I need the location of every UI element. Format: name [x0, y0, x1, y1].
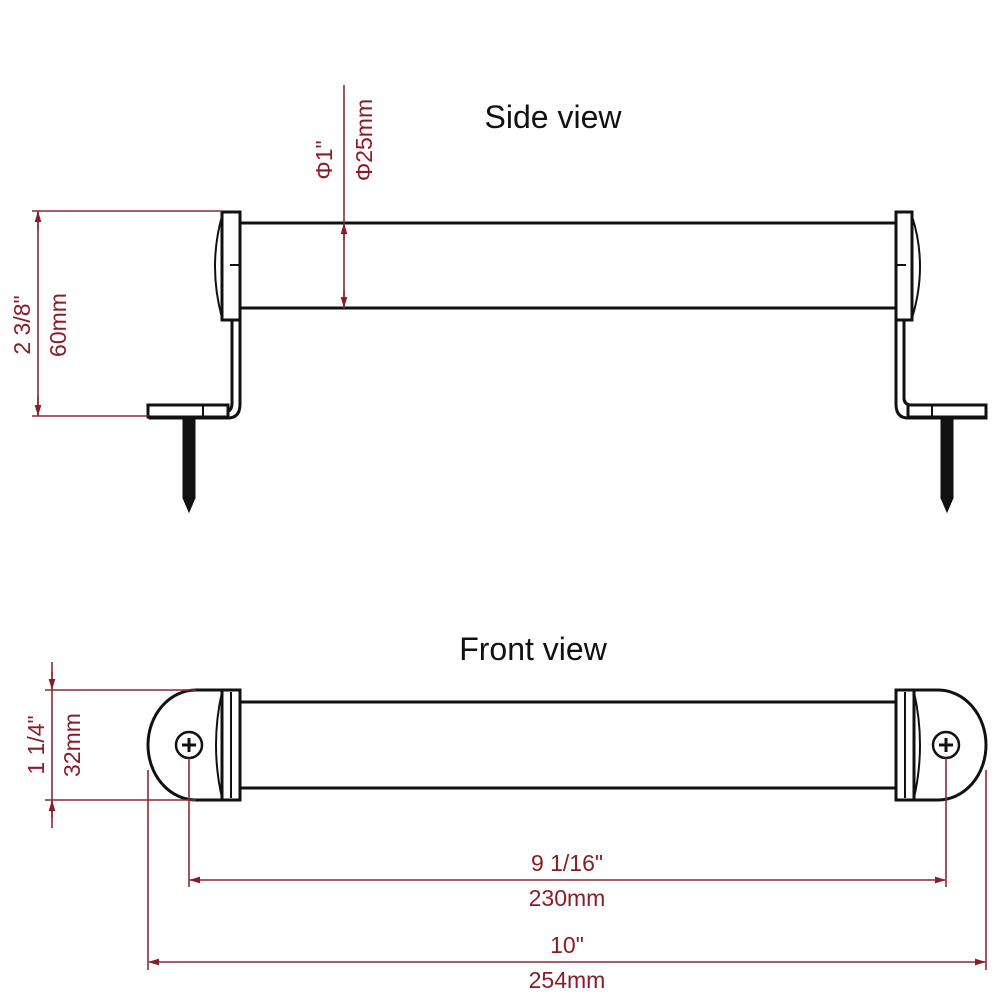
side-view-title: Side view — [485, 99, 623, 135]
hole-spacing-mm-label: 230mm — [529, 885, 606, 911]
side-right-bracket — [894, 210, 988, 420]
front-left-screw-icon — [174, 730, 204, 760]
side-view: Side view — [9, 85, 988, 514]
side-left-bracket — [146, 210, 242, 420]
side-bar-body — [240, 221, 896, 310]
overall-length-dimension: 10" 254mm — [147, 770, 987, 993]
diameter-inch-label: Φ1" — [311, 140, 337, 179]
diameter-dimension: Φ1" Φ25mm — [311, 85, 377, 309]
overall-length-mm-label: 254mm — [529, 967, 606, 993]
front-view: Front view — [23, 631, 988, 993]
side-height-inch-label: 2 3/8" — [9, 295, 35, 354]
front-left-end-cap — [146, 688, 242, 802]
hole-spacing-dimension: 9 1/16" 230mm — [188, 758, 947, 911]
side-right-screw-icon — [940, 417, 954, 514]
side-height-dimension: 2 3/8" 60mm — [9, 210, 222, 417]
front-height-inch-label: 1 1/4" — [23, 715, 49, 774]
front-height-mm-label: 32mm — [59, 713, 85, 777]
hole-spacing-inch-label: 9 1/16" — [531, 850, 603, 876]
overall-length-inch-label: 10" — [550, 932, 584, 958]
front-view-title: Front view — [459, 631, 607, 667]
front-right-screw-icon — [931, 730, 961, 760]
front-height-dimension: 1 1/4" 32mm — [23, 662, 196, 828]
front-bar-body — [240, 700, 896, 790]
side-height-mm-label: 60mm — [45, 293, 71, 357]
side-left-screw-icon — [182, 417, 196, 514]
diameter-mm-label: Φ25mm — [351, 99, 377, 181]
